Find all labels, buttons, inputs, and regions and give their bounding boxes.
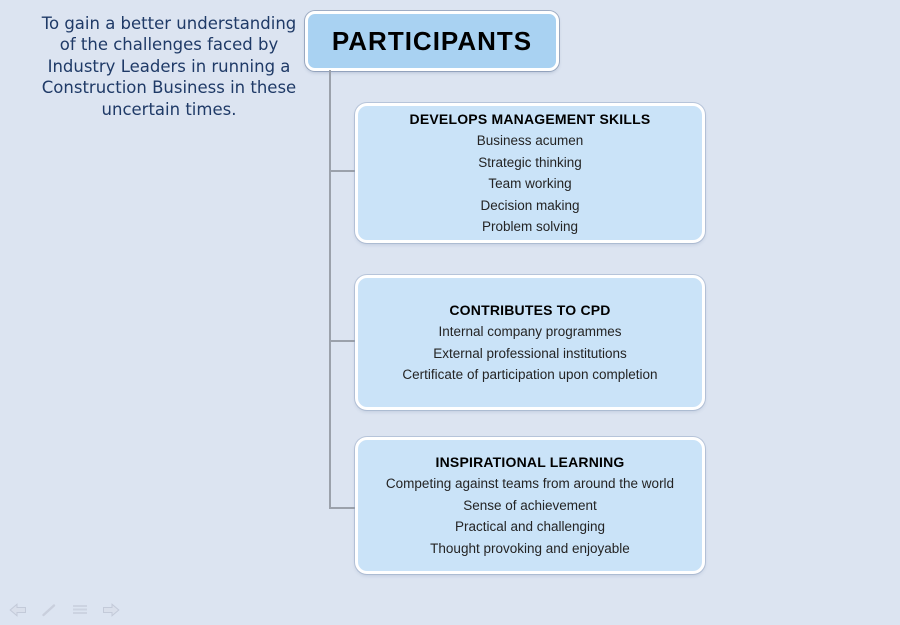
node-title: DEVELOPS MANAGEMENT SKILLS bbox=[409, 110, 651, 127]
node-item: Team working bbox=[488, 176, 572, 191]
node-item: Decision making bbox=[480, 197, 580, 213]
pen-tool-icon[interactable] bbox=[38, 601, 59, 618]
node-develops-management-skills: DEVELOPS MANAGEMENT SKILLS Business acum… bbox=[355, 103, 705, 243]
node-item: Business acumen bbox=[476, 133, 584, 148]
participants-node: PARTICIPANTS bbox=[305, 11, 559, 71]
node-item: Practical and challenging bbox=[454, 519, 606, 535]
node-title: INSPIRATIONAL LEARNING bbox=[435, 453, 625, 470]
node-item: Competing against teams from around the … bbox=[385, 476, 675, 492]
node-inspirational-learning: INSPIRATIONAL LEARNING Competing against… bbox=[355, 437, 705, 574]
connector-trunk-line bbox=[329, 70, 331, 509]
mission-statement: To gain a better understanding of the ch… bbox=[41, 14, 297, 119]
connector-branch-2 bbox=[329, 340, 357, 342]
node-item: Certificate of participation upon comple… bbox=[402, 367, 658, 382]
previous-slide-icon[interactable] bbox=[7, 601, 28, 618]
slideshow-nav-toolbar bbox=[7, 601, 121, 618]
connector-branch-3 bbox=[329, 507, 357, 509]
node-item: Thought provoking and enjoyable bbox=[430, 540, 630, 556]
node-item: External professional institutions bbox=[433, 345, 627, 361]
node-item: Strategic thinking bbox=[478, 154, 582, 170]
node-contributes-to-cpd: CONTRIBUTES TO CPD Internal company prog… bbox=[355, 275, 705, 410]
slide-menu-icon[interactable] bbox=[69, 601, 90, 618]
node-item: Internal company programmes bbox=[438, 324, 622, 339]
node-title: CONTRIBUTES TO CPD bbox=[449, 301, 611, 318]
node-item: Problem solving bbox=[481, 219, 579, 234]
participants-node-label: PARTICIPANTS bbox=[331, 25, 533, 56]
connector-branch-1 bbox=[329, 170, 357, 172]
node-item: Sense of achievement bbox=[463, 497, 597, 513]
next-slide-icon[interactable] bbox=[100, 601, 121, 618]
